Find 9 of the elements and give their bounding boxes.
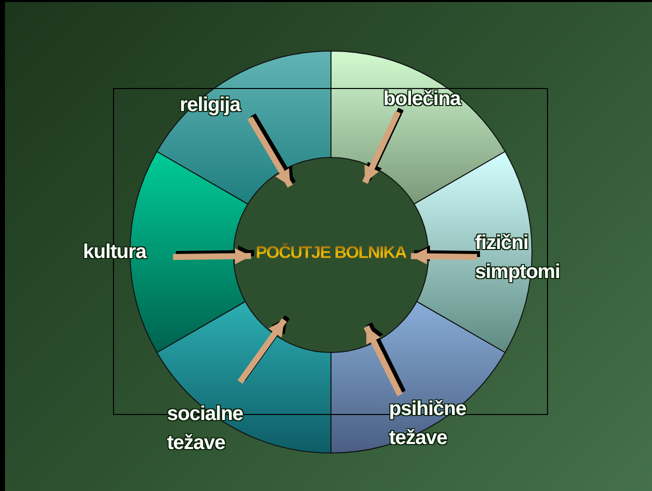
arrow xyxy=(364,325,403,396)
arrow xyxy=(410,248,478,264)
arrow xyxy=(362,110,401,184)
arrow xyxy=(247,116,293,188)
segment-label: socialne težave xyxy=(167,400,257,458)
arrow xyxy=(238,318,287,384)
segment-label: kultura xyxy=(83,238,163,267)
arrow xyxy=(172,248,252,264)
segment-label: bolečina xyxy=(367,85,477,114)
